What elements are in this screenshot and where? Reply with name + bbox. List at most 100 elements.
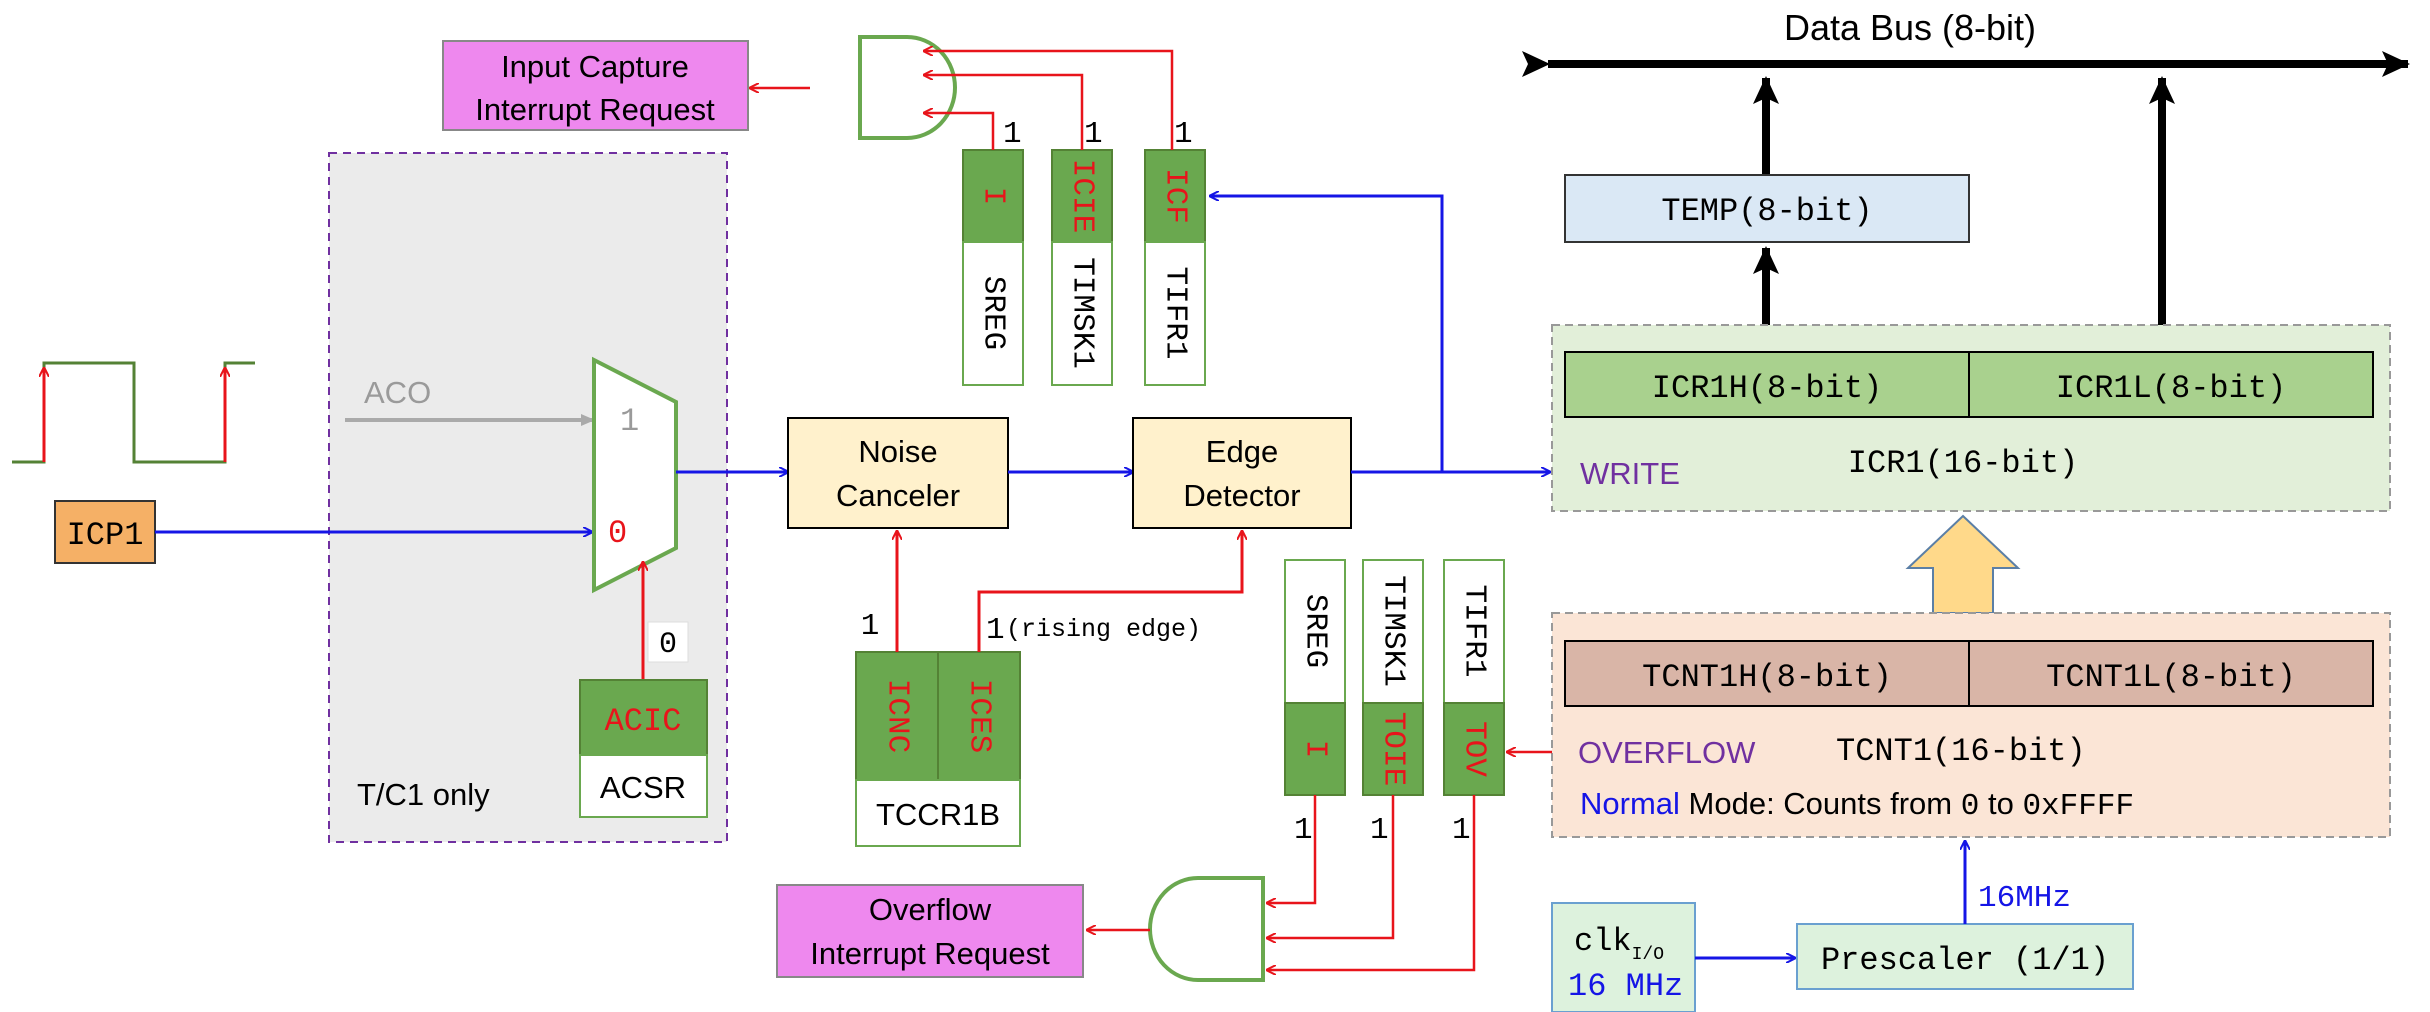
capture-icf-to-gate-arrow	[924, 51, 1174, 150]
tcnt1l-cell	[1968, 640, 2374, 707]
capture-i-to-gate-arrow	[924, 113, 995, 150]
ices-bit	[937, 651, 1021, 781]
mux-input-0: 0	[608, 515, 627, 552]
acic-bit	[579, 679, 708, 756]
icr1h-cell	[1564, 351, 1970, 418]
icr1h-label: ICR1H(8-bit)	[1652, 370, 1882, 407]
overflow-toie-to-gate-arrow	[1267, 795, 1395, 938]
input-capture-interrupt-request: Input Capture Interrupt Request	[442, 40, 749, 131]
overflow-tov-bit	[1443, 702, 1505, 796]
input-waveform	[12, 361, 255, 464]
clock-name: clkI/O	[1574, 923, 1664, 965]
noise-canceler: Noise Canceler	[787, 417, 1009, 529]
capture-i-value: 1	[1003, 117, 1022, 152]
icnc-bit	[855, 651, 939, 781]
aco-label: ACO	[364, 375, 431, 410]
icp1-pin: ICP1	[54, 500, 156, 564]
icr1l-cell	[1968, 351, 2374, 418]
overflow-and-gate	[1148, 876, 1265, 982]
noise-canceler-line2: Canceler	[836, 478, 960, 513]
capture-sreg-label: SREG	[976, 276, 1011, 350]
acsr-label: ACSR	[600, 770, 686, 805]
overflow-tifr1-label: TIFR1	[1457, 584, 1492, 677]
overflow-i-value: 1	[1294, 813, 1313, 848]
icp1-label: ICP1	[67, 517, 144, 554]
icr1l-label: ICR1L(8-bit)	[2056, 370, 2286, 407]
temp-register: TEMP(8-bit)	[1564, 174, 1970, 243]
capture-timsk1-label: TIMSK1	[1065, 257, 1100, 369]
ices-value: 1	[986, 613, 1005, 648]
prescaler: Prescaler (1/1)	[1796, 923, 2134, 990]
input-mux: 1 0	[592, 356, 678, 594]
prescaler-output-frequency: 16MHz	[1978, 881, 2071, 916]
tcnt1l-label: TCNT1L(8-bit)	[2046, 659, 2296, 696]
overflow-registers: SREG TIMSK1 TIFR1 I TOIE TOV 1 1 1	[1284, 559, 1505, 848]
tc1-only-label: T/C1 only	[357, 777, 490, 812]
overflow-timsk1-label: TIMSK1	[1376, 575, 1411, 687]
capture-icf-label: ICF	[1158, 168, 1193, 224]
acic-value: 0	[659, 628, 677, 662]
temp-label: TEMP(8-bit)	[1661, 193, 1872, 230]
capture-timsk1-cell	[1051, 241, 1113, 386]
tccr1b-label: TCCR1B	[876, 797, 1000, 832]
icnc-bit-label: ICNC	[880, 679, 915, 753]
tcnt1h-label: TCNT1H(8-bit)	[1642, 659, 1892, 696]
capture-icie-value: 1	[1084, 117, 1103, 152]
edge-detector-line1: Edge	[1206, 434, 1278, 469]
overflow-tov-to-gate-arrow	[1267, 795, 1476, 970]
prescaler-label: Prescaler (1/1)	[1821, 942, 2109, 979]
overflow-irq-line1: Overflow	[869, 892, 992, 927]
overflow-i-to-gate-arrow	[1267, 795, 1317, 903]
noise-canceler-line1: Noise	[858, 434, 937, 469]
overflow-irq-line2: Interrupt Request	[810, 936, 1050, 971]
overflow-toie-value: 1	[1370, 813, 1389, 848]
tccr1b-cell	[855, 779, 1021, 847]
acic-value-box	[647, 621, 689, 663]
edge-detector-line2: Detector	[1183, 478, 1300, 513]
clock-frequency: 16 MHz	[1568, 968, 1683, 1005]
tcnt1-mode-text: Normal Mode: Counts from 0 to 0xFFFF	[1580, 786, 2134, 824]
capture-sreg-cell	[962, 241, 1024, 386]
icnc-value: 1	[861, 609, 880, 644]
capture-i-bit	[962, 149, 1024, 243]
icr1-label: ICR1(16-bit)	[1848, 445, 2078, 482]
ices-to-edge-arrow	[977, 531, 1242, 652]
overflow-i-label: I	[1298, 740, 1333, 759]
capture-tifr1-label: TIFR1	[1158, 266, 1193, 359]
overflow-tov-label: TOV	[1457, 721, 1492, 777]
capture-i-label: I	[976, 187, 1011, 206]
capture-tifr1-cell	[1144, 241, 1206, 386]
capture-registers: I ICIE ICF SREG TIMSK1 TIFR1 1 1 1	[962, 117, 1206, 386]
capture-icf-bit	[1144, 149, 1206, 243]
edge-to-icf-arrow	[1210, 196, 1444, 472]
copy-up-arrow	[1905, 514, 2021, 614]
icr1-block: ICR1H(8-bit) ICR1L(8-bit) WRITE ICR1(16-…	[1551, 324, 2391, 512]
overflow-timsk1-cell	[1362, 559, 1424, 704]
overflow-i-bit	[1284, 702, 1346, 796]
icr1-write-label: WRITE	[1580, 456, 1680, 491]
tcnt1h-cell	[1564, 640, 1970, 707]
clock-source: clkI/O 16 MHz	[1551, 902, 1696, 1012]
data-bus: Data Bus (8-bit)	[1522, 7, 2410, 77]
capture-icie-label: ICIE	[1065, 159, 1100, 233]
acsr-register	[579, 754, 708, 818]
edge-detector: Edge Detector	[1132, 417, 1352, 529]
tcnt1-overflow-label: OVERFLOW	[1578, 735, 1756, 770]
overflow-tov-value: 1	[1452, 813, 1471, 848]
capture-icf-value: 1	[1174, 117, 1193, 152]
capture-icie-to-gate-arrow	[924, 75, 1084, 150]
mux-input-1: 1	[620, 403, 639, 440]
overflow-toie-bit	[1362, 702, 1424, 796]
overflow-interrupt-request: Overflow Interrupt Request	[776, 884, 1084, 978]
overflow-sreg-label: SREG	[1298, 594, 1333, 668]
acic-bit-label: ACIC	[605, 703, 682, 740]
overflow-toie-label: TOIE	[1376, 712, 1411, 786]
capture-irq-line2: Interrupt Request	[475, 92, 715, 127]
tcnt1-block: TCNT1H(8-bit) TCNT1L(8-bit) OVERFLOW TCN…	[1551, 612, 2391, 838]
capture-irq-line1: Input Capture	[501, 49, 689, 84]
data-bus-label: Data Bus (8-bit)	[1784, 7, 2036, 48]
ices-bit-label: ICES	[962, 679, 997, 753]
tcnt1-label: TCNT1(16-bit)	[1836, 733, 2086, 770]
